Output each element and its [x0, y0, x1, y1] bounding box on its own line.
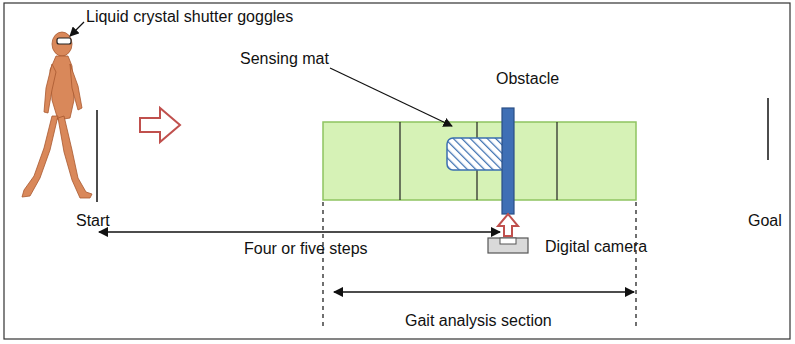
foot-print	[447, 138, 507, 170]
camera-body	[488, 238, 528, 253]
direction-arrow	[140, 108, 180, 142]
dimension-label: Gait analysis section	[405, 312, 552, 330]
shutter-goggles	[57, 38, 71, 44]
section-boundary	[635, 202, 636, 330]
goal-label: Goal	[748, 212, 782, 230]
camera-label: Digital camera	[545, 238, 647, 256]
start-line	[96, 110, 98, 202]
leader-line	[330, 68, 452, 126]
goal-line	[767, 98, 769, 160]
sensing-mat	[323, 122, 636, 200]
dimension-arrow	[334, 291, 634, 292]
camera-lens	[500, 238, 516, 244]
mat-label: Sensing mat	[240, 50, 329, 68]
dimension-arrow	[99, 231, 500, 232]
walking-person	[22, 32, 92, 198]
obstacle-bar	[502, 108, 514, 214]
section-boundary	[322, 202, 323, 330]
frame	[4, 3, 790, 339]
camera-view-arrow	[498, 214, 518, 236]
obstacle-label: Obstacle	[496, 70, 559, 88]
mat-dividers	[400, 122, 557, 200]
goggles-label: Liquid crystal shutter goggles	[86, 8, 293, 26]
start-label: Start	[76, 212, 110, 230]
dimension-label: Four or five steps	[244, 240, 368, 258]
leader-line	[70, 22, 84, 36]
